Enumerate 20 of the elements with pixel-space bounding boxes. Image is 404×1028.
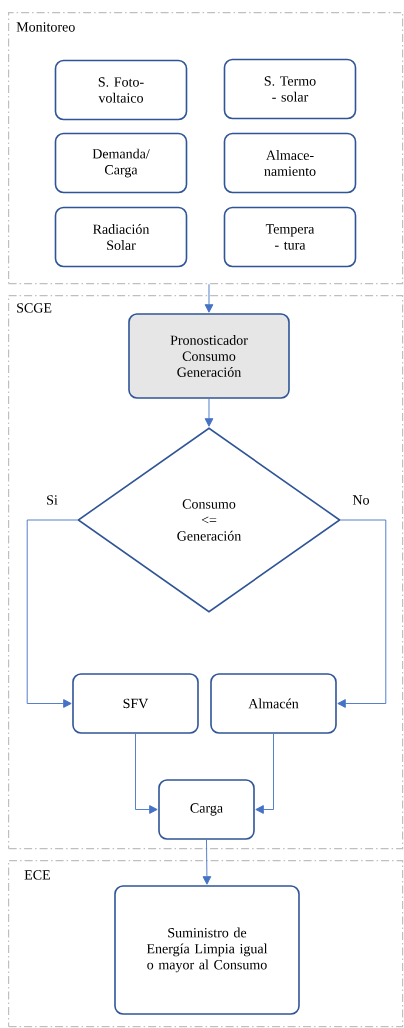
- arrow: [135, 733, 158, 814]
- edge-label: Si: [45, 494, 59, 506]
- process-box: Radiación Solar: [54, 206, 188, 268]
- process-box: S. Foto- voltaico: [54, 59, 188, 121]
- process-box: Almacén: [210, 673, 337, 734]
- process-box: Pronosticador Consumo Generación: [128, 313, 290, 399]
- process-box: SFV: [72, 673, 199, 734]
- process-box: Demanda/ Carga: [54, 132, 188, 194]
- edge-label: No: [351, 494, 371, 506]
- process-box: Carga: [158, 779, 255, 840]
- process-box: Almace- namiento: [223, 132, 357, 194]
- arrow: [204, 398, 214, 427]
- process-box: Tempera - tura: [223, 206, 357, 268]
- arrow: [255, 733, 274, 814]
- arrow: [202, 839, 212, 885]
- arrow: [337, 519, 387, 708]
- arrow: [204, 283, 214, 313]
- process-box: Suministro de Energía Limpia igual o mayor al Consumo: [114, 885, 300, 1015]
- arrow: [26, 519, 78, 708]
- process-box: S. Termo - solar: [223, 58, 357, 120]
